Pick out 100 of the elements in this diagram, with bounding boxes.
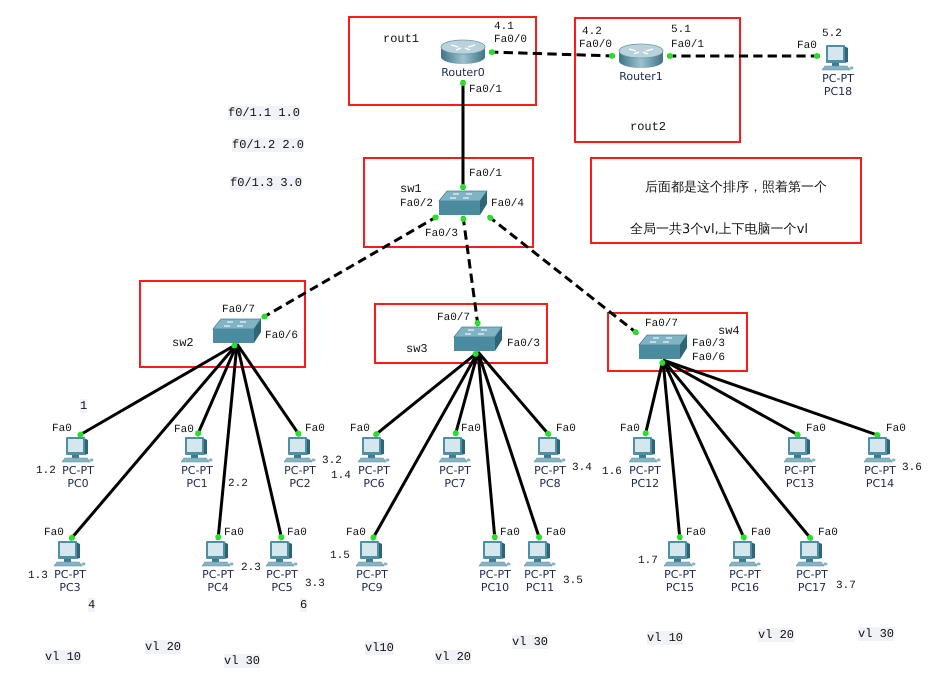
port-label: Fa0/1 (671, 39, 704, 51)
device-label: PC12 (630, 477, 660, 490)
note-text: 全局一共3个vl,上下电脑一个vl (630, 221, 808, 238)
port-label: Fa0 (818, 527, 838, 539)
port-label: Fa0 (686, 527, 706, 539)
vlan-label: vl 30 (858, 627, 894, 641)
group-frame (374, 303, 548, 364)
device-label: PC-PT (864, 464, 896, 477)
address-label: 1.2 (36, 465, 56, 477)
network-link (236, 344, 284, 540)
port-label: Fa0 (620, 423, 640, 435)
device-label: PC-PT (181, 464, 213, 477)
port-label: Fa0/1 (469, 168, 502, 180)
switch-icon (212, 318, 262, 344)
subinterface-note: f0/1.2 2.0 (232, 138, 304, 152)
device-label: PC-PT (54, 568, 86, 581)
port-label: Fa0/7 (645, 318, 678, 330)
port-label: Fa0 (806, 423, 826, 435)
port-number: 1 (80, 399, 88, 413)
port-label: Fa0/3 (425, 228, 458, 240)
network-link (373, 350, 479, 438)
port-label: Fa0 (797, 40, 817, 52)
port-label: Fa0 (305, 423, 325, 435)
device-label: PC1 (186, 477, 208, 490)
group-label: sw4 (718, 324, 740, 338)
port-label: Fa0 (461, 423, 481, 435)
vlan-label: vl 20 (435, 650, 472, 664)
device-label: PC-PT (202, 568, 234, 581)
address-label: 1.7 (638, 555, 658, 567)
group-label: sw3 (406, 342, 428, 356)
device-label: PC-PT (524, 568, 556, 581)
port-label: Fa0/2 (400, 198, 434, 210)
device-label: PC9 (361, 581, 383, 594)
address-label: 3.2 (322, 455, 342, 467)
network-link (462, 216, 480, 326)
address-label: 5.2 (822, 28, 842, 40)
device-label: PC-PT (796, 568, 828, 581)
device-label: Router1 (619, 70, 663, 83)
device-label: PC7 (444, 477, 466, 490)
device-label: PC17 (798, 581, 826, 594)
device-label: PC0 (67, 477, 89, 490)
switch-icon (453, 326, 503, 352)
port-label: Fa0/6 (692, 352, 726, 364)
network-link (236, 343, 302, 437)
port-number: 4 (88, 598, 96, 612)
device-label: PC16 (730, 581, 760, 594)
network-link (487, 214, 639, 336)
port-label: Fa0 (287, 527, 307, 539)
group-label: rout1 (383, 32, 420, 46)
device-label: PC-PT (266, 568, 298, 581)
port-label: Fa0 (556, 423, 576, 435)
port-label: Fa0/6 (265, 330, 298, 342)
port-label: Fa0 (44, 527, 64, 539)
device-label: PC-PT (479, 568, 511, 581)
group-frame (139, 280, 306, 368)
network-link (476, 351, 552, 437)
group-frame (348, 16, 537, 106)
switch-icon (638, 334, 688, 360)
device-label: PC-PT (729, 568, 761, 581)
address-label: 1.5 (330, 550, 350, 562)
vlan-label: vl 10 (45, 650, 82, 664)
device-label: PC5 (271, 581, 293, 594)
device-label: PC14 (866, 477, 894, 490)
device-label: PC8 (539, 477, 561, 490)
address-label: 3.3 (305, 578, 325, 590)
vlan-label: vl10 (365, 641, 394, 655)
vlan-label: vl 20 (145, 640, 182, 654)
port-label: Fa0/0 (494, 34, 528, 46)
device-label: PC-PT (439, 464, 471, 477)
address-label: 3.4 (572, 462, 592, 474)
switch-icon (438, 190, 488, 216)
address-label: 3.7 (836, 580, 856, 592)
address-label: 1.6 (602, 466, 622, 478)
port-label: Fa0/0 (579, 39, 612, 51)
network-link (488, 50, 616, 58)
subinterface-note: f0/1.1 1.0 (228, 106, 300, 120)
port-label: Fa0 (350, 423, 370, 435)
port-label: Fa0 (346, 527, 366, 539)
port-label: Fa0 (174, 424, 194, 436)
vlan-label: vl 30 (224, 654, 260, 668)
network-link (667, 54, 820, 58)
port-label: Fa0 (224, 527, 244, 539)
address-label: 2.2 (228, 478, 248, 490)
device-label: Router0 (441, 66, 485, 79)
port-label: Fa0 (500, 527, 520, 539)
network-link (261, 214, 439, 320)
note-text: 后面都是这个排序，照着第一个 (645, 179, 827, 196)
address-label: 5.1 (671, 24, 691, 36)
device-label: PC18 (824, 85, 852, 98)
port-label: Fa0 (886, 423, 906, 435)
device-label: PC-PT (822, 72, 854, 85)
group-frame (574, 17, 741, 143)
device-label: PC15 (666, 581, 694, 594)
group-label: sw1 (400, 182, 422, 196)
port-label: Fa0/3 (507, 338, 540, 350)
device-label: PC-PT (356, 568, 388, 581)
group-label: sw2 (172, 336, 194, 350)
group-label: rout2 (630, 120, 666, 134)
port-label: Fa0/7 (222, 304, 256, 316)
device-label: PC3 (59, 581, 81, 594)
